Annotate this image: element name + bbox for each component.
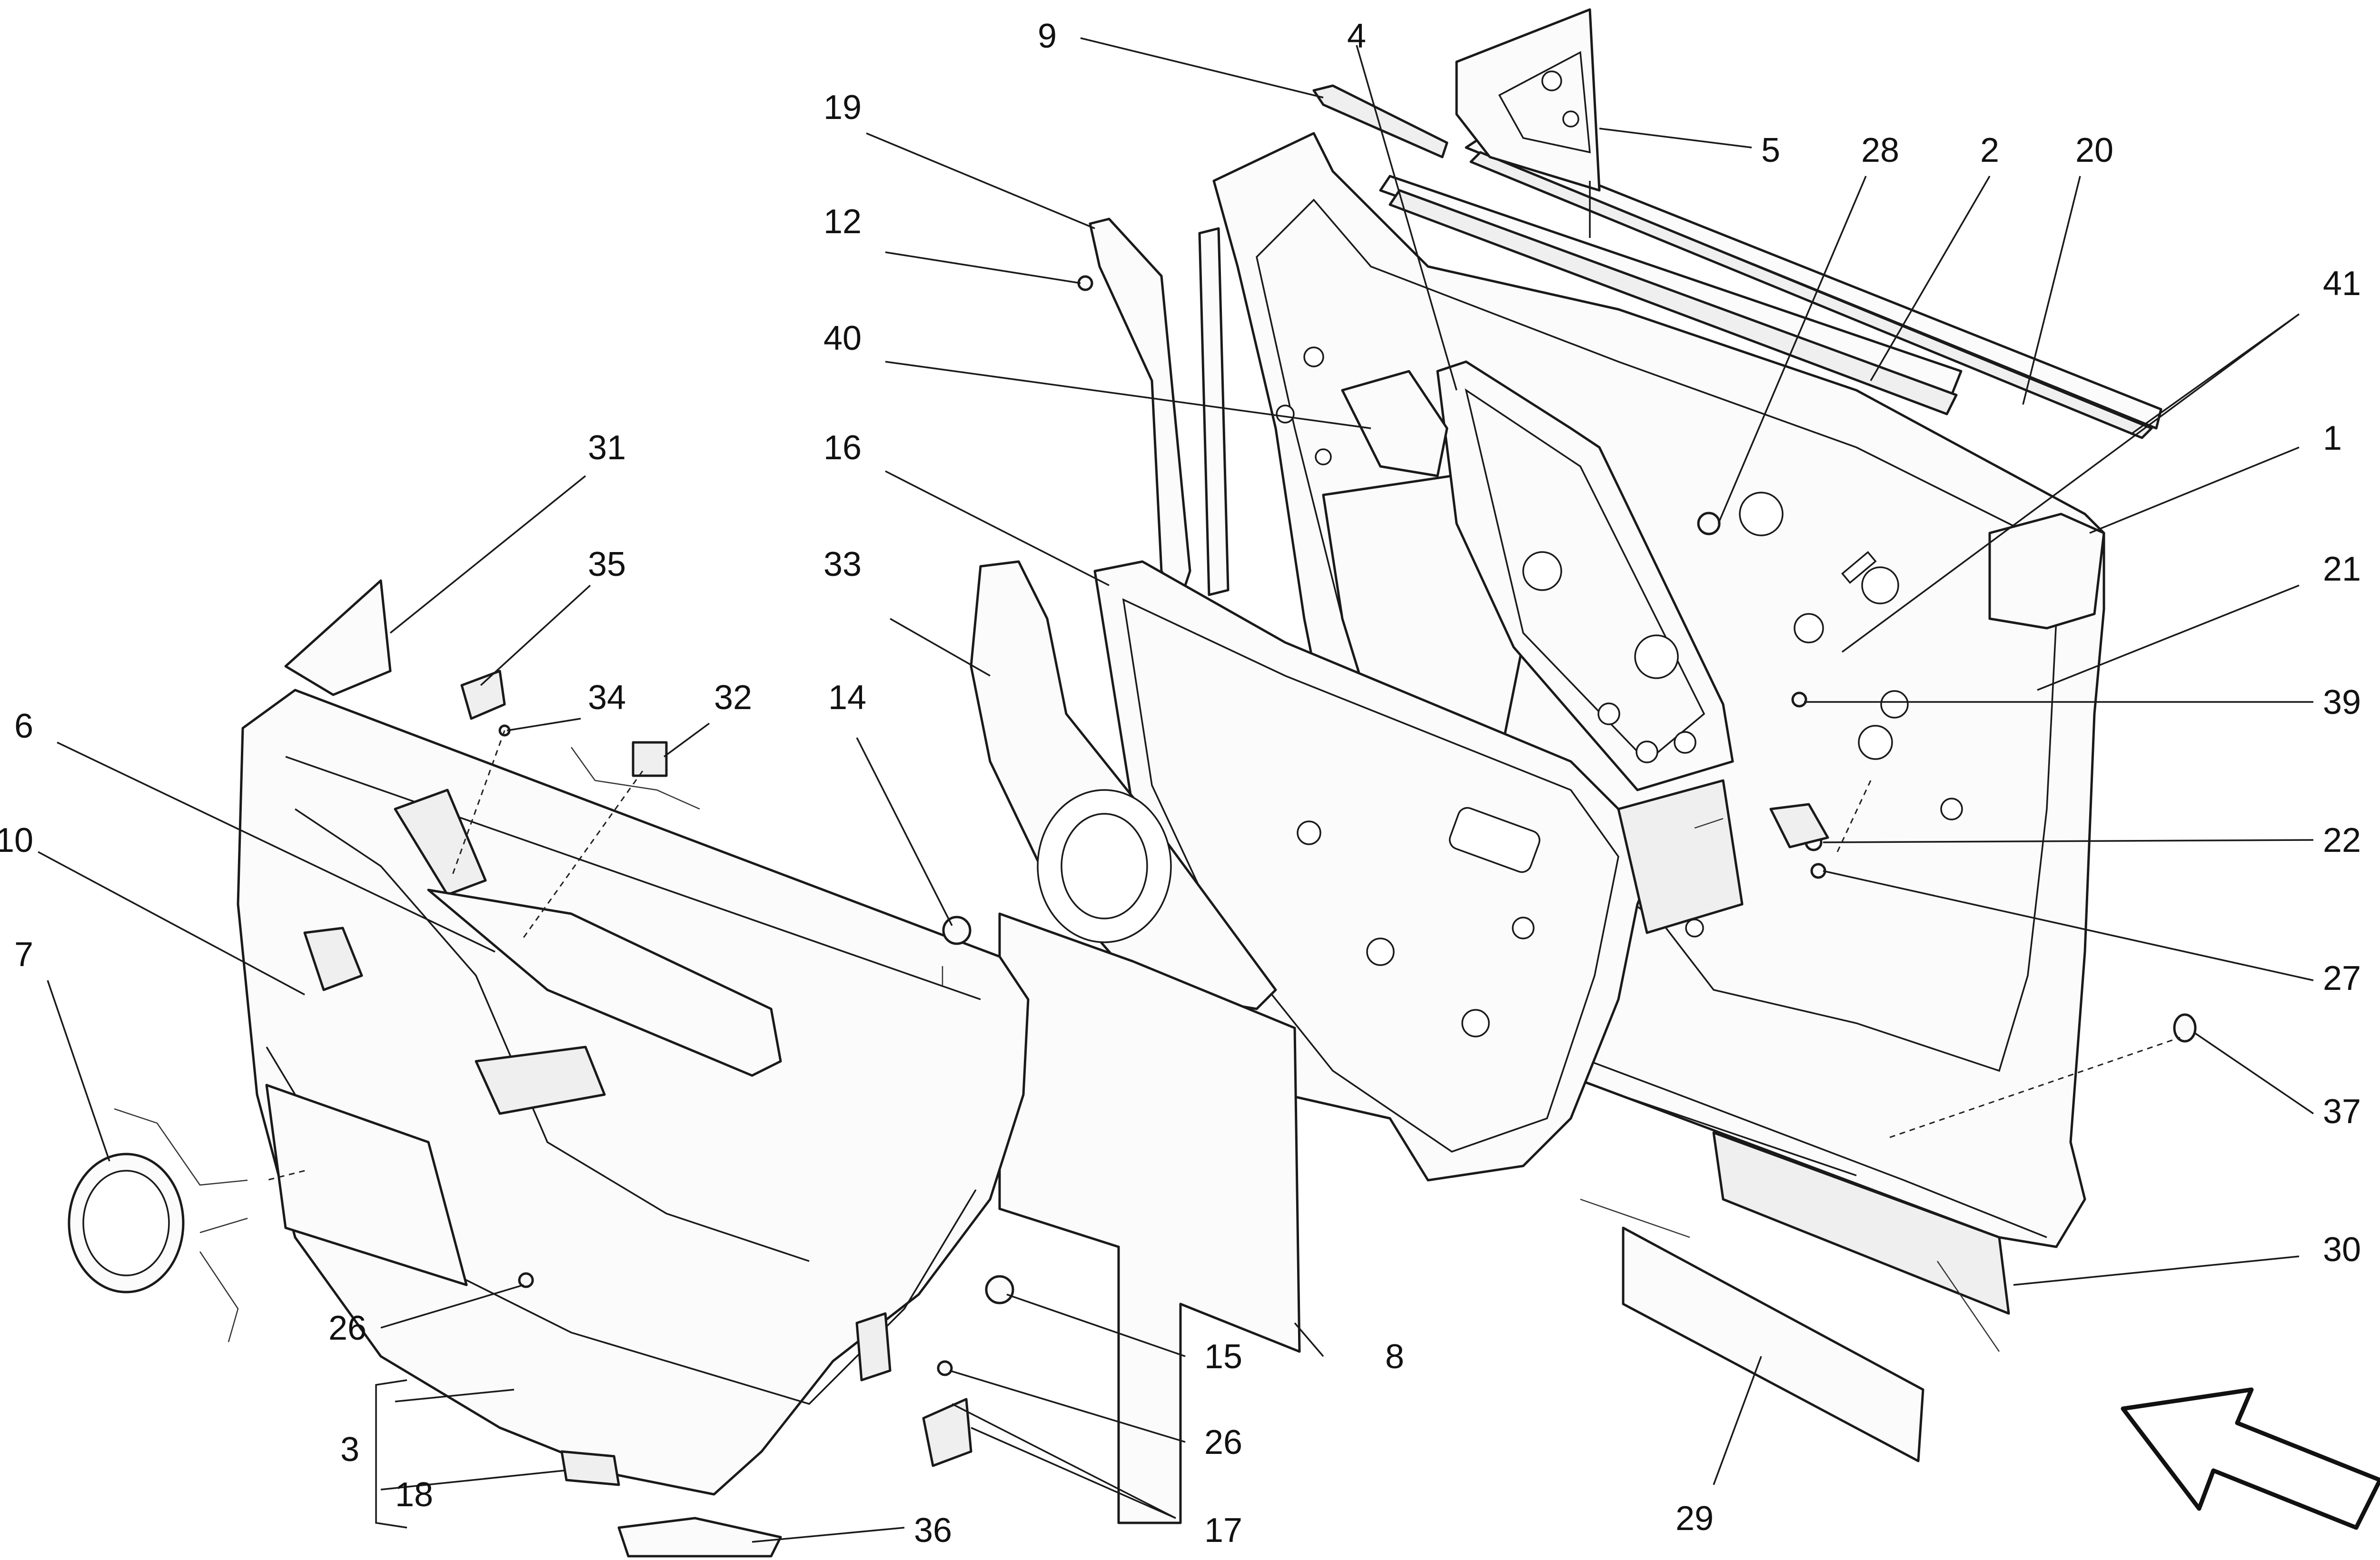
callout-26-lower: 26 bbox=[1204, 1423, 1242, 1461]
callout-39: 39 bbox=[2323, 683, 2361, 721]
callout-6: 6 bbox=[14, 707, 33, 745]
part-27-screw bbox=[1810, 863, 1826, 879]
small-parts bbox=[284, 275, 2197, 1558]
part-26-screw-2 bbox=[518, 1272, 534, 1288]
part-14-grommet bbox=[942, 916, 972, 945]
inner-module-panel bbox=[1093, 560, 1744, 1182]
callout-30: 30 bbox=[2323, 1231, 2361, 1269]
callout-14: 14 bbox=[828, 679, 866, 717]
direction-arrow-icon bbox=[2121, 1387, 2380, 1530]
front-guide-rail bbox=[1089, 217, 1230, 601]
door-trim-panel bbox=[237, 689, 1030, 1496]
belt-moulding-strips bbox=[1379, 137, 2162, 439]
part-17-handle bbox=[922, 1398, 972, 1467]
callout-35: 35 bbox=[588, 545, 626, 583]
callout-31: 31 bbox=[588, 429, 626, 467]
callout-37: 37 bbox=[2323, 1093, 2361, 1131]
callout-2: 2 bbox=[1980, 131, 1999, 169]
callout-21: 21 bbox=[2323, 550, 2361, 588]
part-26-screw bbox=[937, 1360, 953, 1376]
callout-36: 36 bbox=[914, 1511, 952, 1550]
callout-12: 12 bbox=[823, 203, 862, 241]
callout-8: 8 bbox=[1385, 1338, 1404, 1376]
part-31-mirror-cover bbox=[284, 579, 392, 696]
callout-28: 28 bbox=[1861, 131, 1899, 169]
callout-34: 34 bbox=[588, 679, 626, 717]
callout-32: 32 bbox=[714, 679, 752, 717]
callout-4: 4 bbox=[1347, 17, 1366, 55]
callout-9: 9 bbox=[1038, 17, 1057, 55]
leader-lines bbox=[38, 37, 2314, 1543]
part-39-pin bbox=[1791, 691, 1807, 708]
callout-29: 29 bbox=[1676, 1500, 1714, 1538]
part-22-bracket bbox=[1769, 803, 1829, 849]
callout-3: 3 bbox=[340, 1431, 359, 1469]
callout-27: 27 bbox=[2323, 959, 2361, 997]
window-regulator bbox=[1341, 360, 1734, 791]
callout-20: 20 bbox=[2075, 131, 2113, 169]
part-28-plug bbox=[1697, 512, 1721, 535]
part-18-clip bbox=[560, 1450, 620, 1486]
part-32-clip bbox=[632, 741, 668, 777]
callout-10: 10 bbox=[0, 821, 33, 859]
callout-5: 5 bbox=[1761, 131, 1780, 169]
callout-16: 16 bbox=[823, 429, 862, 467]
speaker-trim-ring bbox=[68, 1153, 185, 1293]
callout-18: 18 bbox=[395, 1476, 433, 1514]
sill-strips bbox=[1622, 1131, 2010, 1462]
callout-22: 22 bbox=[2323, 821, 2361, 859]
callout-17: 17 bbox=[1204, 1511, 1242, 1550]
callout-33: 33 bbox=[823, 545, 862, 583]
callout-41: 41 bbox=[2323, 265, 2361, 303]
callout-labels: 9 4 5 28 2 20 19 12 41 40 1 16 21 33 31 … bbox=[0, 17, 2361, 1550]
callout-40: 40 bbox=[823, 319, 862, 357]
part-35-pad bbox=[460, 670, 506, 720]
callout-26: 26 bbox=[328, 1309, 367, 1347]
waterproof-film bbox=[998, 912, 1301, 1524]
part-36-bracket bbox=[617, 1517, 782, 1558]
part-15-clip bbox=[985, 1275, 1014, 1304]
part-12-screw bbox=[1077, 275, 1093, 291]
callout-15: 15 bbox=[1204, 1338, 1242, 1376]
callout-7: 7 bbox=[14, 936, 33, 974]
part-37-plug bbox=[2173, 1013, 2197, 1043]
upper-strip-and-mirror-sail bbox=[1312, 8, 1601, 238]
assembly-lines bbox=[114, 730, 2181, 1352]
callout-19: 19 bbox=[823, 89, 862, 127]
callout-1: 1 bbox=[2323, 419, 2342, 457]
speaker-bracket bbox=[970, 560, 1277, 1010]
